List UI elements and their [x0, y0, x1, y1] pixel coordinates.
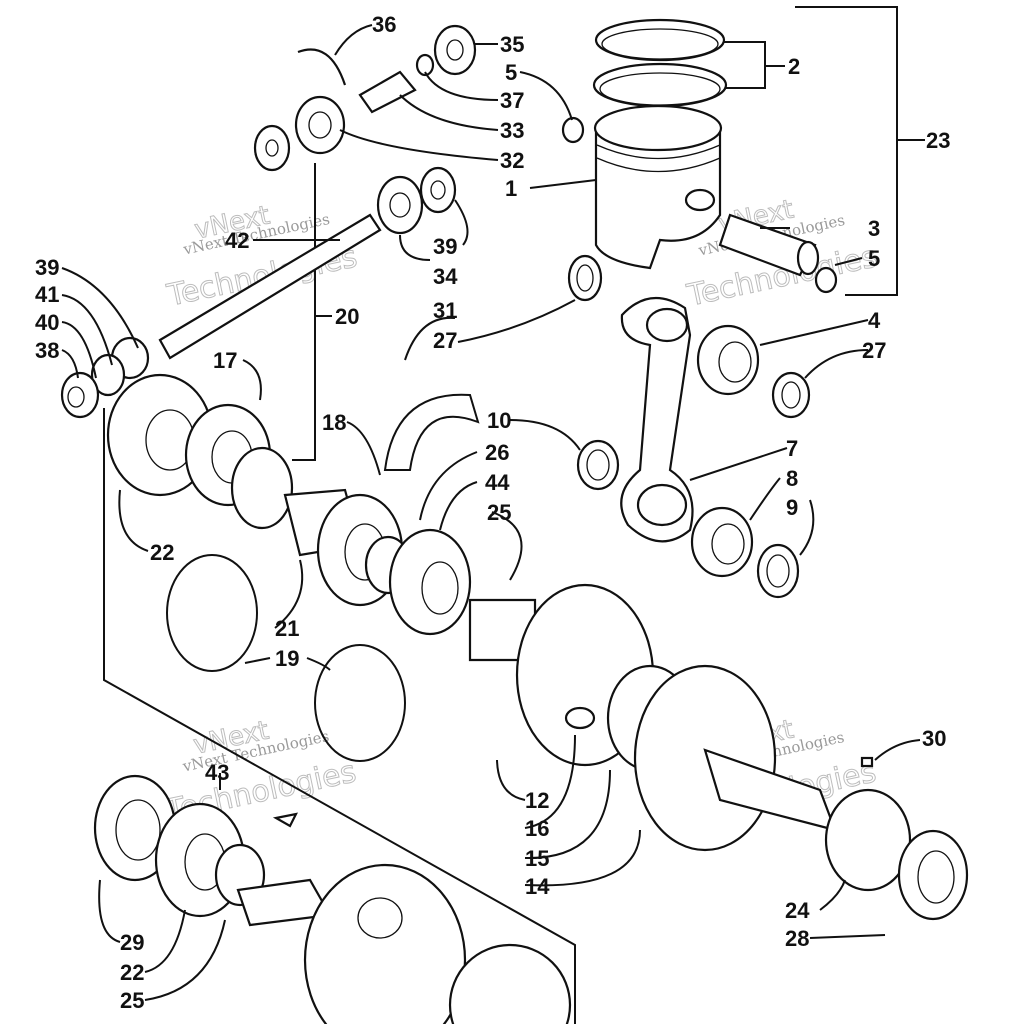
washer-10: [576, 439, 620, 491]
label-41: 41: [35, 282, 59, 307]
label-26: 26: [485, 440, 509, 465]
label-25-bottom: 25: [120, 988, 144, 1013]
washer-10-inner: [586, 449, 610, 481]
bearing-39-top: [419, 166, 457, 214]
label-34: 34: [433, 264, 458, 289]
label-36: 36: [372, 12, 396, 37]
leader-lines: [61, 24, 921, 1001]
piston-pin: [718, 213, 820, 277]
label-24: 24: [785, 898, 810, 923]
washer-27-right: [771, 371, 811, 419]
label-9: 9: [786, 495, 798, 520]
label-18: 18: [322, 410, 346, 435]
label-15: 15: [525, 846, 549, 871]
needle-bearing-8: [690, 506, 754, 578]
snap-ring-19-lower: [314, 644, 406, 762]
label-30: 30: [922, 726, 946, 751]
label-39-left: 39: [35, 255, 59, 280]
label-19: 19: [275, 646, 299, 671]
bracket-2: [722, 41, 785, 89]
washer-37: [415, 53, 435, 77]
label-8: 8: [786, 466, 798, 491]
label-28: 28: [785, 926, 809, 951]
bearing-24: [824, 788, 912, 892]
washer-27-top-inner: [576, 264, 594, 292]
label-31: 31: [433, 298, 457, 323]
washer-27-right-inner: [781, 381, 801, 409]
label-23: 23: [926, 128, 950, 153]
label-32: 32: [500, 148, 524, 173]
gear-20: [230, 446, 294, 530]
label-27-right: 27: [862, 338, 886, 363]
label-2: 2: [788, 54, 800, 79]
label-21: 21: [275, 616, 299, 641]
snap-ring-19-upper: [166, 554, 258, 672]
crank-pin-16: [564, 706, 596, 730]
key-30: [860, 756, 874, 768]
bracket-23: [795, 6, 925, 296]
label-12: 12: [525, 788, 549, 813]
bearing-25-top: [388, 528, 472, 636]
washer-9: [756, 543, 800, 599]
label-44: 44: [485, 470, 510, 495]
label-22-bottom: 22: [120, 960, 144, 985]
assembly-line-left: [103, 408, 576, 1024]
shaft-42: [158, 213, 382, 360]
label-27-center: 27: [433, 328, 457, 353]
label-5-top: 5: [505, 60, 517, 85]
pin-clip-5-bottom: [814, 266, 838, 294]
connecting-rod: [620, 296, 694, 543]
seal-29: [93, 774, 177, 882]
key-43: [272, 812, 298, 828]
label-20: 20: [335, 304, 359, 329]
label-35: 35: [500, 32, 524, 57]
label-42: 42: [225, 228, 249, 253]
gear-34: [376, 175, 424, 235]
label-17: 17: [213, 348, 237, 373]
seal-28: [897, 829, 969, 921]
snap-ring-31: [383, 393, 480, 471]
label-43: 43: [205, 760, 229, 785]
washer-27-top: [567, 254, 603, 302]
label-25-top: 25: [487, 500, 511, 525]
pinion-33: [358, 70, 417, 114]
bearing-stack-38-41: [60, 336, 150, 419]
label-14: 14: [525, 874, 550, 899]
label-40: 40: [35, 310, 59, 335]
label-5-right: 5: [868, 246, 880, 271]
label-37: 37: [500, 88, 524, 113]
washer-9-inner: [766, 554, 790, 588]
gear-left-top: [253, 124, 291, 172]
label-29: 29: [120, 930, 144, 955]
bearing-32: [294, 95, 346, 155]
label-10: 10: [487, 408, 511, 433]
label-7: 7: [786, 436, 798, 461]
pin-clip-5-top: [561, 116, 585, 144]
label-16: 16: [525, 816, 549, 841]
label-39-top: 39: [433, 234, 457, 259]
bearing-35: [433, 24, 477, 76]
label-3: 3: [868, 216, 880, 241]
needle-bearing-4: [696, 324, 760, 396]
piston: [593, 104, 723, 270]
piston-rings: [592, 18, 728, 108]
label-33: 33: [500, 118, 524, 143]
clip-36: [297, 48, 347, 86]
label-38: 38: [35, 338, 59, 363]
crank-web-14: [633, 664, 777, 852]
crank-lower-web: [303, 863, 572, 1024]
label-4: 4: [868, 308, 881, 333]
label-1: 1: [505, 176, 517, 201]
label-22-top: 22: [150, 540, 174, 565]
part-labels: 36 35 5 37 33 32 2 23 1 3 5 42 39 34 39 …: [35, 12, 950, 1013]
